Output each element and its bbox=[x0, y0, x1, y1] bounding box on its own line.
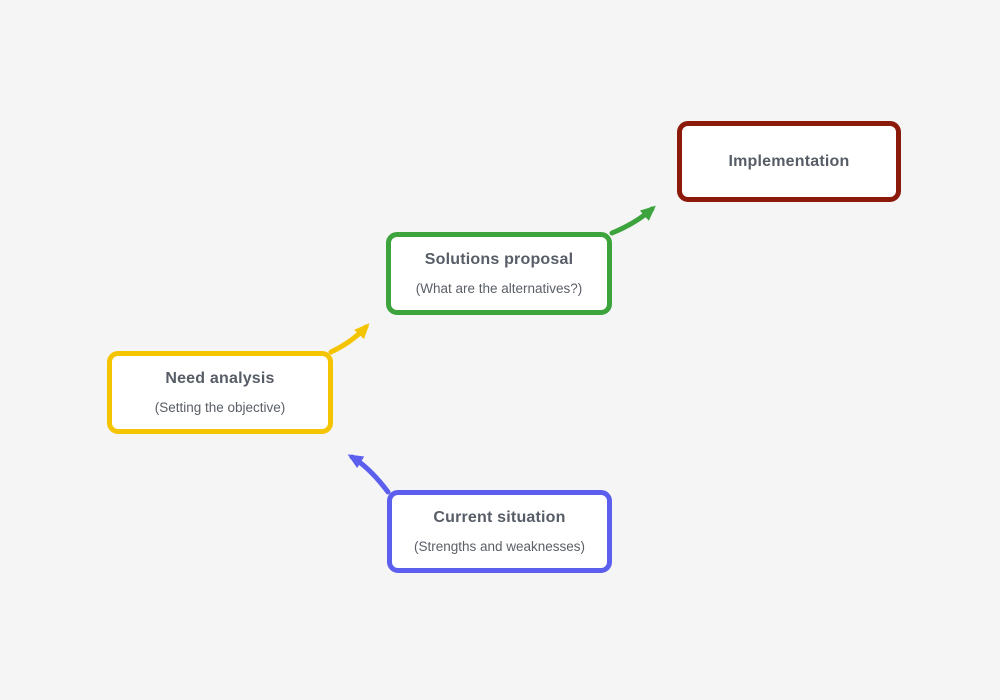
node-subtitle: (Strengths and weaknesses) bbox=[413, 539, 586, 554]
node-title: Implementation bbox=[728, 152, 850, 170]
node-title: Solutions proposal bbox=[424, 251, 574, 268]
node-subtitle: (Setting the objective) bbox=[154, 400, 286, 415]
arrow-solutions-to-implementation bbox=[609, 205, 656, 236]
arrow-current-to-need bbox=[347, 454, 391, 495]
node-need-analysis: Need analysis (Setting the objective) bbox=[107, 351, 333, 434]
node-implementation: Implementation bbox=[677, 121, 901, 202]
node-title: Current situation bbox=[433, 509, 566, 526]
node-current-situation: Current situation (Strengths and weaknes… bbox=[387, 490, 612, 573]
node-solutions-proposal: Solutions proposal (What are the alterna… bbox=[386, 232, 612, 315]
arrow-need-to-solutions bbox=[328, 323, 370, 355]
node-subtitle: (What are the alternatives?) bbox=[415, 281, 583, 296]
node-title: Need analysis bbox=[165, 370, 275, 387]
